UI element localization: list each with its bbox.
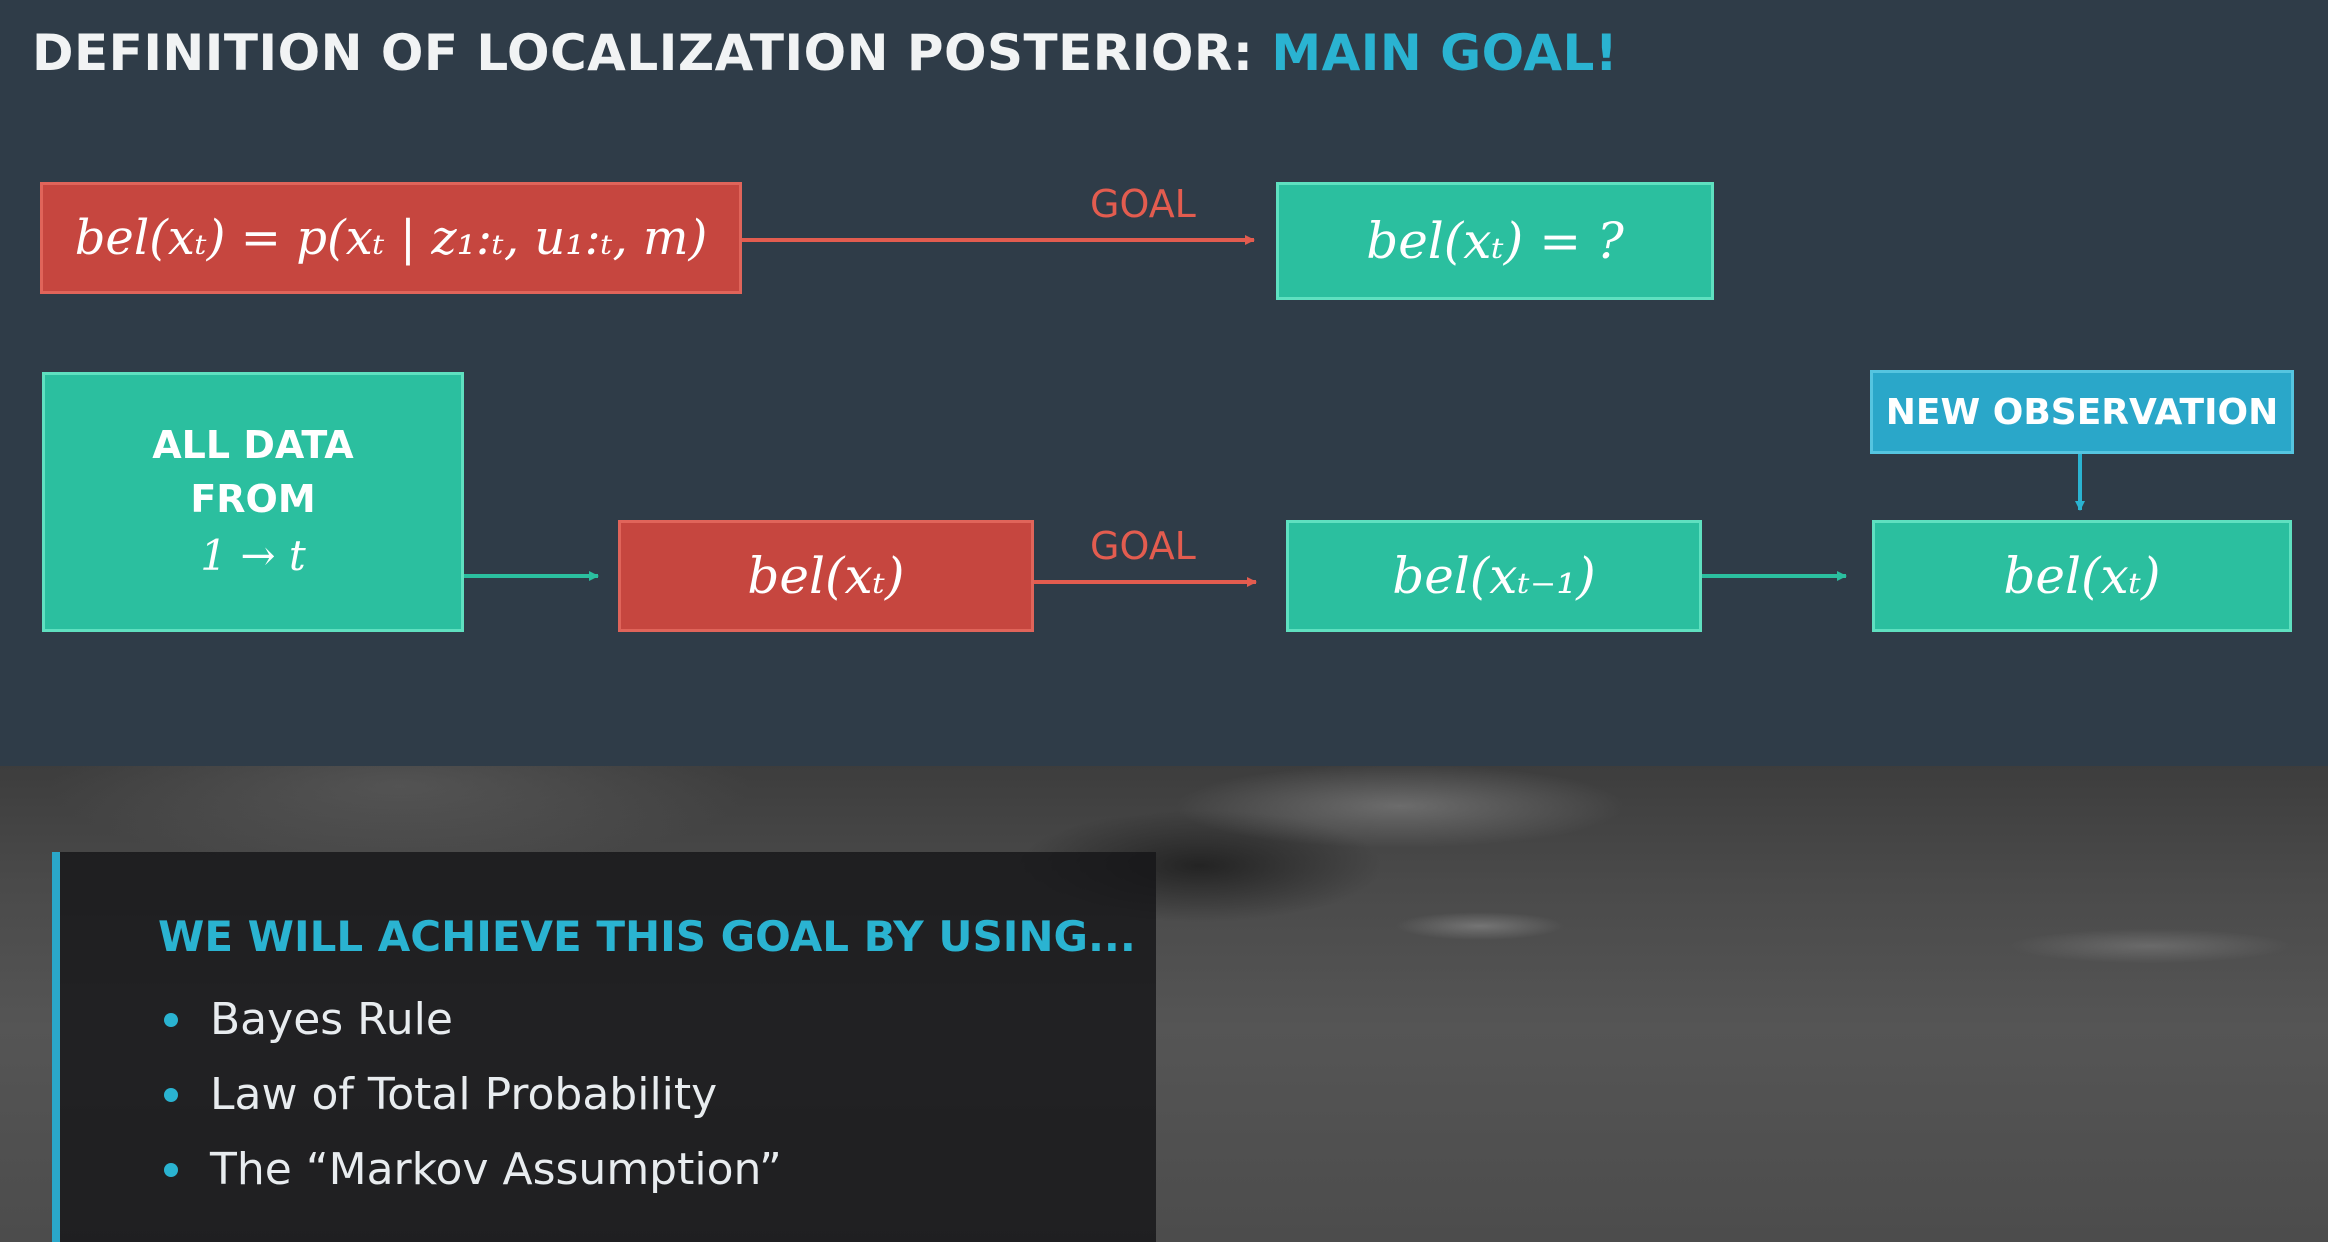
new-observation-label: NEW OBSERVATION (1885, 391, 2279, 433)
connector-arrows (464, 235, 2085, 587)
goal-label-bottom: GOAL (1090, 524, 1196, 568)
title-highlight: MAIN GOAL! (1271, 24, 1619, 82)
new-observation-box: NEW OBSERVATION (1870, 370, 2294, 454)
list-item: The “Markov Assumption” (158, 1132, 782, 1207)
bullet-icon (164, 1163, 178, 1177)
method-bayes-rule: Bayes Rule (210, 994, 453, 1045)
list-item: Law of Total Probability (158, 1057, 782, 1132)
methods-list: Bayes Rule Law of Total Probability The … (158, 982, 782, 1207)
updated-belief-box: bel(xₜ) (1872, 520, 2292, 632)
methods-panel: WE WILL ACHIEVE THIS GOAL BY USING... Ba… (52, 852, 1156, 1242)
target-belief-formula: bel(xₜ) = ? (1366, 212, 1624, 270)
target-belief-box: bel(xₜ) = ? (1276, 182, 1714, 300)
all-data-box: ALL DATA FROM 1 → t (42, 372, 464, 632)
posterior-formula: bel(xₜ) = p(xₜ | z₁:ₜ, u₁:ₜ, m) (74, 210, 708, 266)
method-markov-assumption: The “Markov Assumption” (210, 1144, 782, 1195)
method-total-probability: Law of Total Probability (210, 1069, 718, 1120)
list-item: Bayes Rule (158, 982, 782, 1057)
all-data-line1: ALL DATA (152, 423, 354, 467)
updated-belief-formula: bel(xₜ) (2003, 547, 2161, 605)
bullet-icon (164, 1013, 178, 1027)
bullet-icon (164, 1088, 178, 1102)
posterior-definition-box: bel(xₜ) = p(xₜ | z₁:ₜ, u₁:ₜ, m) (40, 182, 742, 294)
current-belief-box: bel(xₜ) (618, 520, 1034, 632)
previous-belief-box: bel(xₜ₋₁) (1286, 520, 1702, 632)
current-belief-formula: bel(xₜ) (747, 547, 905, 605)
previous-belief-formula: bel(xₜ₋₁) (1392, 547, 1596, 605)
all-data-line2: FROM (190, 477, 316, 521)
title-main: DEFINITION OF LOCALIZATION POSTERIOR: (32, 24, 1272, 82)
all-data-range: 1 → t (200, 531, 306, 580)
methods-heading: WE WILL ACHIEVE THIS GOAL BY USING... (158, 912, 1136, 961)
goal-label-top: GOAL (1090, 182, 1196, 226)
page-title: DEFINITION OF LOCALIZATION POSTERIOR: MA… (32, 24, 1618, 82)
